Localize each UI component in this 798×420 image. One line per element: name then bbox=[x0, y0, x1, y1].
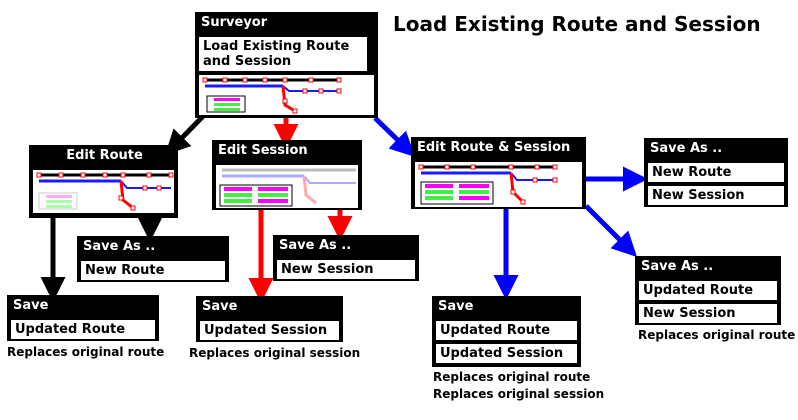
save-as-new-session-box: Save As .. New Session bbox=[273, 235, 419, 281]
edit-route-box: Edit Route bbox=[29, 145, 178, 218]
save-as-route-value: New Route bbox=[81, 261, 225, 280]
save-both-title: Save bbox=[438, 299, 474, 314]
save-as-both-route: New Route bbox=[648, 163, 784, 182]
save-as-updated-route: Updated Route bbox=[639, 281, 777, 300]
edit-route-map bbox=[33, 170, 174, 213]
save-route-title: Save bbox=[13, 298, 49, 313]
save-as-both-session: New Session bbox=[648, 186, 784, 205]
save-as-updated-title: Save As .. bbox=[641, 259, 714, 274]
surveyor-route-map bbox=[199, 75, 374, 115]
surveyor-title: Surveyor bbox=[201, 15, 268, 30]
save-as-updated-route-box: Save As .. Updated Route New Session bbox=[635, 256, 781, 325]
save-session-caption: Replaces original session bbox=[189, 346, 361, 360]
save-as-updated-caption: Replaces original route bbox=[638, 328, 796, 342]
surveyor-box: Surveyor Load Existing Route and Session bbox=[195, 12, 378, 118]
edit-session-map bbox=[216, 165, 358, 208]
edit-route-title: Edit Route bbox=[66, 148, 143, 163]
edit-route-session-box: Edit Route & Session bbox=[411, 137, 586, 209]
diagram-title: Load Existing Route and Session bbox=[393, 12, 761, 36]
save-as-both-title: Save As .. bbox=[650, 141, 723, 156]
save-as-new-both-box: Save As .. New Route New Session bbox=[644, 138, 788, 207]
arrow-both-save-as-right bbox=[584, 204, 638, 258]
save-route-value: Updated Route bbox=[11, 320, 155, 339]
surveyor-description: Load Existing Route and Session bbox=[199, 37, 367, 71]
edit-session-box: Edit Session bbox=[212, 140, 362, 210]
save-session-value: Updated Session bbox=[200, 321, 339, 340]
save-as-new-route-box: Save As .. New Route bbox=[77, 236, 229, 282]
save-as-route-title: Save As .. bbox=[83, 239, 156, 254]
save-both-caption-session: Replaces original session bbox=[433, 387, 605, 401]
edit-route-session-map bbox=[415, 162, 582, 207]
edit-route-session-title: Edit Route & Session bbox=[417, 140, 571, 155]
save-as-session-title: Save As .. bbox=[279, 238, 352, 253]
save-updated-route-box: Save Updated Route bbox=[7, 295, 159, 341]
save-updated-both-box: Save Updated Route Updated Session bbox=[432, 296, 581, 367]
arrow-to-edit-both bbox=[373, 116, 416, 157]
save-both-route: Updated Route bbox=[436, 321, 577, 340]
save-both-session: Updated Session bbox=[436, 344, 577, 363]
save-session-title: Save bbox=[202, 299, 238, 314]
save-route-caption: Replaces original route bbox=[7, 345, 165, 359]
save-updated-session-box: Save Updated Session bbox=[196, 296, 343, 342]
save-as-updated-session: New Session bbox=[639, 304, 777, 323]
edit-session-title: Edit Session bbox=[218, 143, 308, 158]
save-as-session-value: New Session bbox=[277, 260, 415, 279]
save-both-caption-route: Replaces original route bbox=[433, 370, 591, 384]
